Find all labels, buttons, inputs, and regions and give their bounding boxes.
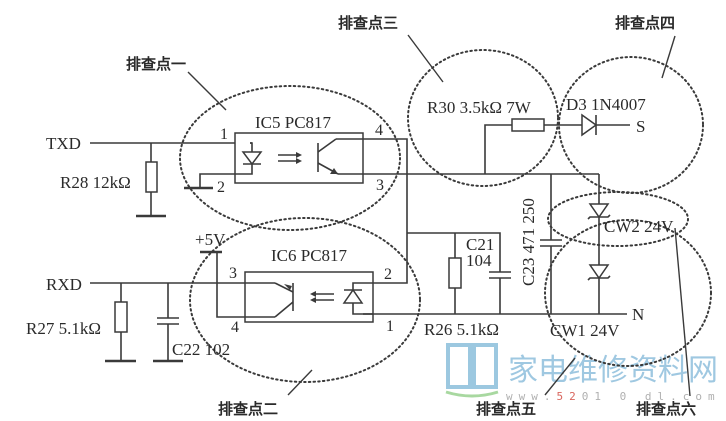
r28-label: R28 12kΩ <box>60 173 131 192</box>
r28-resistor <box>145 161 158 193</box>
c23-gap <box>540 240 562 246</box>
ic5-pin-1: 1 <box>220 126 228 143</box>
checkpoint-3-leader <box>407 34 444 83</box>
c21-value-label: 104 <box>466 251 492 270</box>
ic6-emitter-wire <box>216 283 275 318</box>
vcc-label: +5V <box>195 230 226 249</box>
ic6-pin-4: 4 <box>231 319 239 336</box>
c21-gap <box>489 272 511 278</box>
checkpoint-3-label: 排查点三 <box>338 14 398 32</box>
cw1-zener-bar <box>587 275 611 281</box>
rxd-label: RXD <box>46 275 82 294</box>
d3-label: D3 1N4007 <box>566 95 646 114</box>
ic6-label: IC6 PC817 <box>271 246 348 265</box>
checkpoint-6-zone <box>547 191 689 247</box>
checkpoint-5-label: 排查点五 <box>476 400 536 418</box>
ic6-phototransistor-icon <box>274 282 294 318</box>
watermark-book-icon <box>445 343 499 398</box>
d3-diode-icon <box>581 113 598 137</box>
r30-resistor <box>511 118 545 132</box>
watermark-url: www.5201 0 dl.com <box>506 390 721 403</box>
r27-resistor <box>114 301 128 333</box>
s-label: S <box>636 117 645 136</box>
checkpoint-5-zone <box>544 219 712 367</box>
checkpoint-6-leader <box>674 227 691 397</box>
ic6-pin-3: 3 <box>229 265 237 282</box>
ic5-pin-4: 4 <box>375 122 383 139</box>
checkpoint-2-label: 排查点二 <box>218 400 278 418</box>
checkpoint-4-label: 排查点四 <box>615 14 675 32</box>
r30-feed-wire <box>484 124 512 174</box>
checkpoint-6-label: 排查点六 <box>636 400 696 418</box>
cw2-label: CW2 24V <box>604 217 674 236</box>
r27-label: R27 5.1kΩ <box>26 319 101 338</box>
ic5-led-icon <box>241 151 263 166</box>
r30-label: R30 3.5kΩ 7W <box>427 98 532 117</box>
watermark-text: 家电维修资料网 <box>508 353 718 388</box>
cw2-zener-icon <box>588 203 610 219</box>
ic5-phototransistor-icon <box>317 138 339 175</box>
cw1-label: CW1 24V <box>550 321 620 340</box>
ic5-pin4-node-wire <box>363 138 408 233</box>
c22-label: C22 102 <box>172 340 230 359</box>
ic6-pin2-wire <box>352 233 408 290</box>
checkpoint-2-zone <box>189 217 421 383</box>
checkpoint-1-zone <box>179 85 401 231</box>
checkpoint-1-leader <box>187 71 227 111</box>
ic5-label: IC5 PC817 <box>255 113 332 132</box>
ic5-light-arrows-icon <box>278 152 302 164</box>
watermark: 家电维修资料网 www.5201 0 dl.com <box>445 343 721 403</box>
cw1-zener-icon <box>588 264 610 280</box>
c21-name-label: C21 <box>466 235 494 254</box>
n-label: N <box>632 305 644 324</box>
checkpoint-4-zone <box>558 56 704 194</box>
c23-label: C23 471 250 <box>519 198 538 286</box>
txd-label: TXD <box>46 134 81 153</box>
ic5-pin-2: 2 <box>217 179 225 196</box>
r26-c21-top-wire <box>407 232 501 314</box>
checkpoint-5-leader <box>544 357 576 396</box>
checkpoint-4-leader <box>661 35 676 79</box>
ic6-pin-1: 1 <box>386 318 394 335</box>
ic6-light-arrows-icon <box>310 291 334 303</box>
ic5-led-anode-wire <box>250 142 253 152</box>
checkpoint-2-leader <box>287 369 313 396</box>
cw2-zener-bar <box>587 214 611 220</box>
ic5-pin2-wire <box>199 164 253 188</box>
r26-label: R26 5.1kΩ <box>424 320 499 339</box>
ic5-pin-3: 3 <box>376 177 384 194</box>
checkpoint-1-label: 排查点一 <box>126 55 186 73</box>
ic6-pin-2: 2 <box>384 266 392 283</box>
r26-resistor <box>448 257 462 289</box>
checkpoint-3-zone <box>407 49 559 187</box>
